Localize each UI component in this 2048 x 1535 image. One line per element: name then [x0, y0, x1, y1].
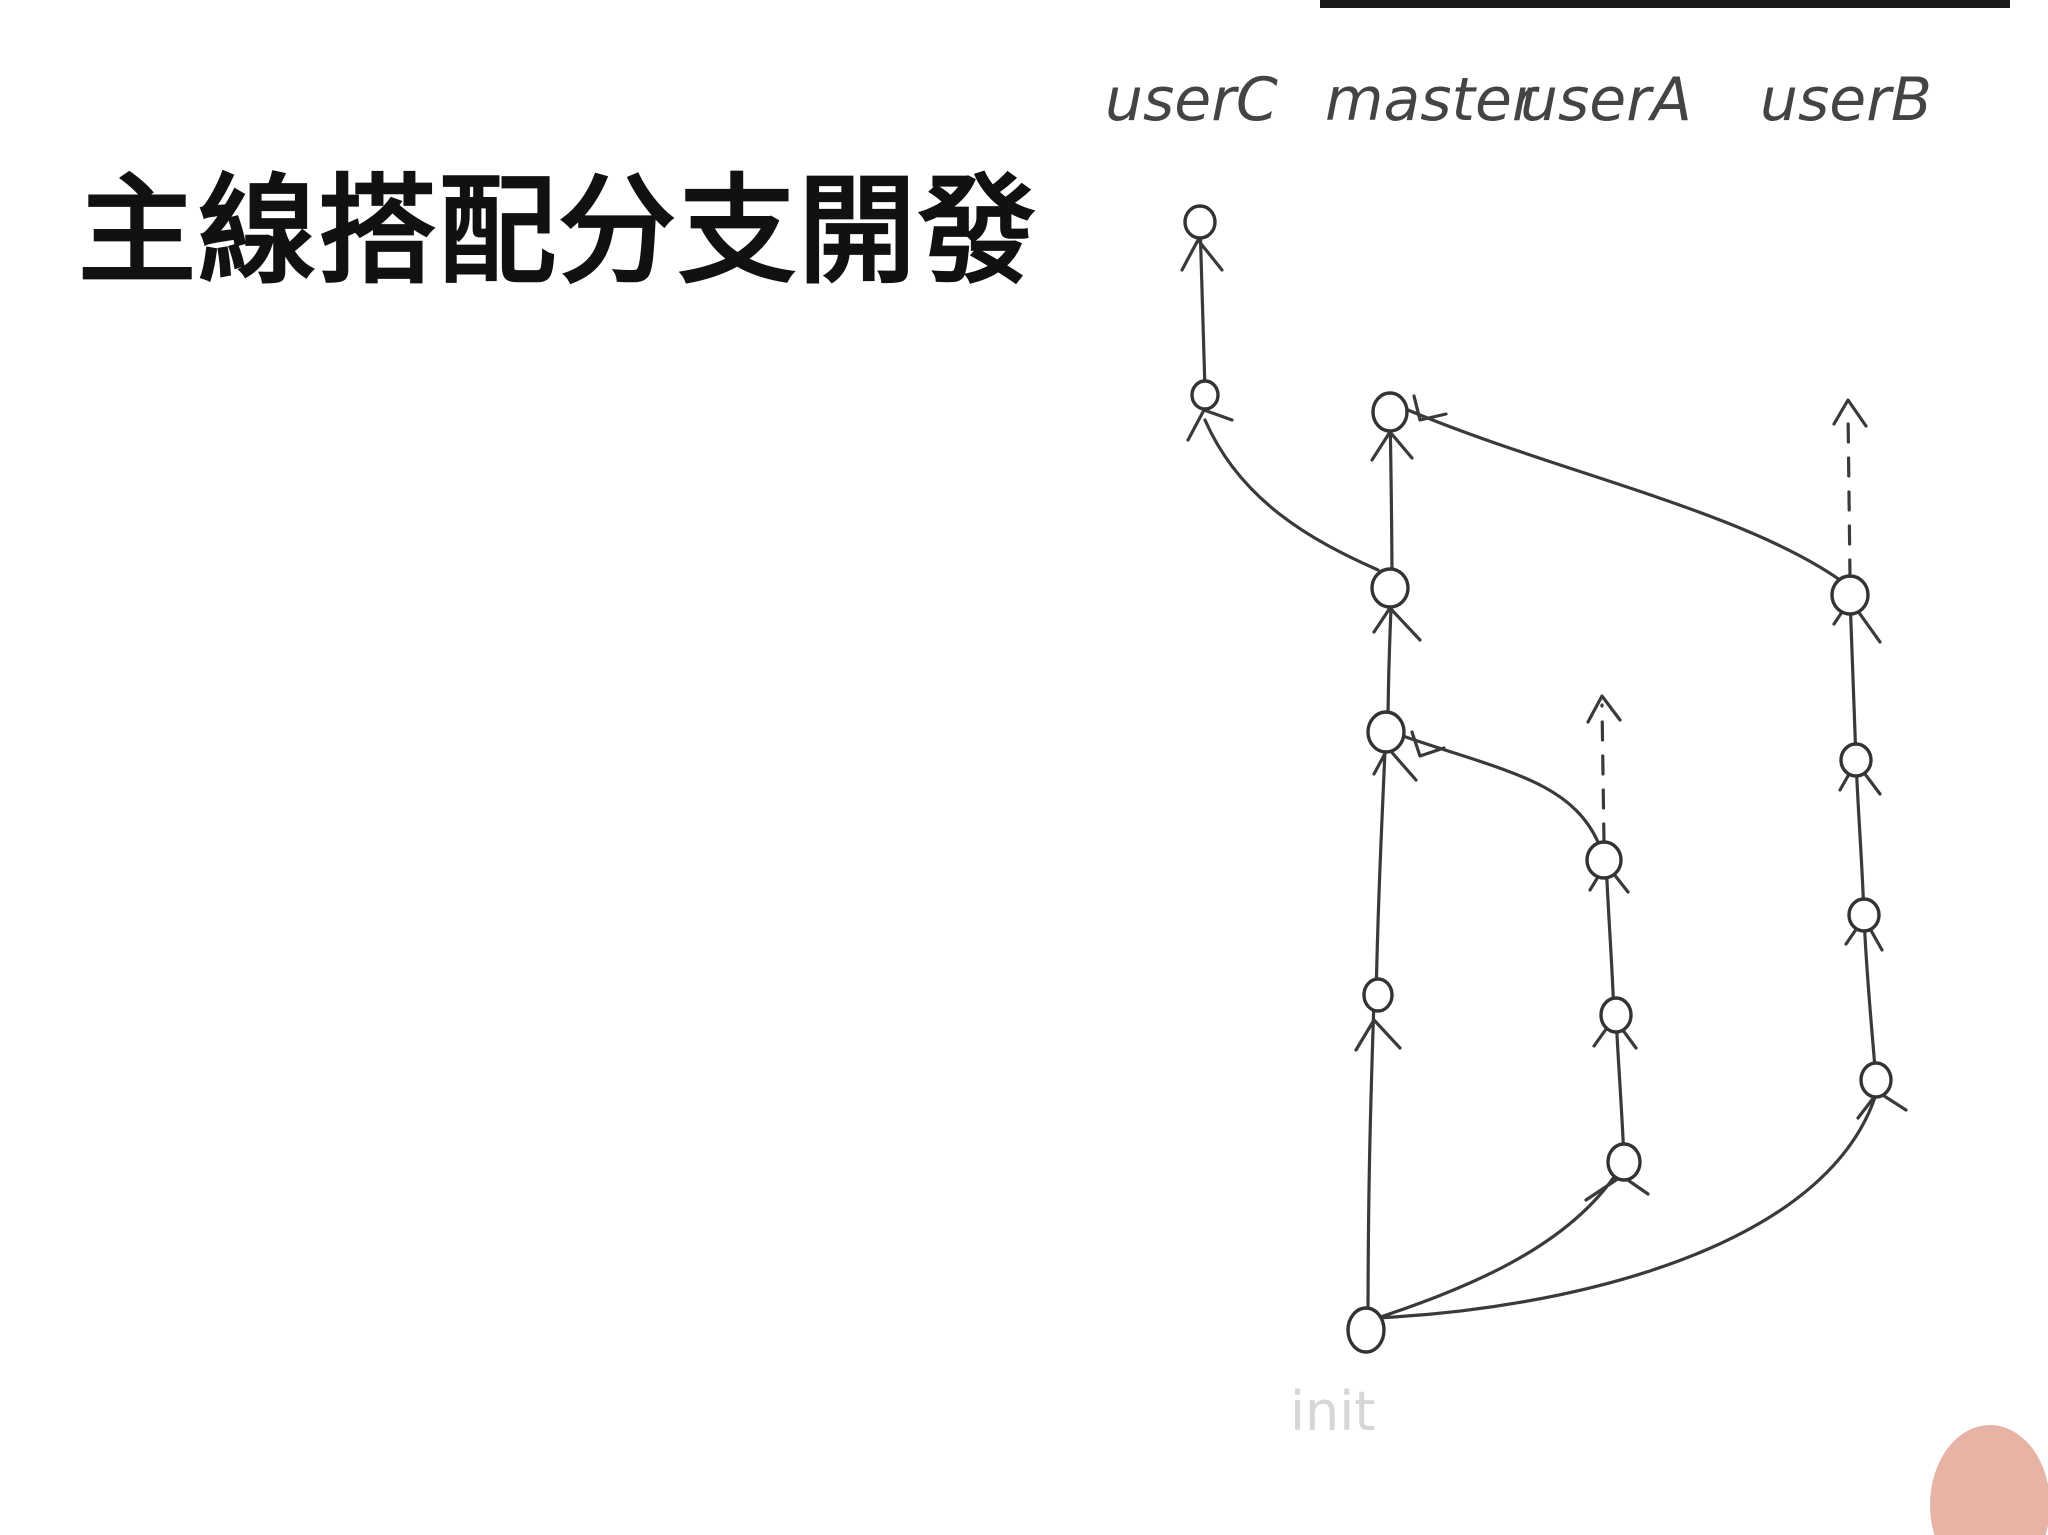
edge-init-to-userb — [1372, 1078, 1882, 1320]
branch-label-userc: userC — [1105, 65, 1278, 135]
commit-userb-1 — [1859, 1061, 1893, 1099]
commit-userc-2 — [1183, 204, 1217, 240]
arrowheads — [1180, 238, 1908, 1202]
edge-userb-merge-master — [1406, 408, 1842, 582]
commit-init — [1346, 1306, 1386, 1354]
edge-userb-2 — [1854, 758, 1866, 917]
arrow-master-2 — [1372, 606, 1422, 642]
commit-master-merge-a — [1366, 710, 1406, 754]
init-label: init — [1290, 1380, 1375, 1443]
commit-master-merge-b — [1371, 391, 1409, 433]
slide-title: 主線搭配分支開發 — [78, 162, 1039, 300]
branch-label-usera: userA — [1520, 65, 1692, 135]
edge-usera-merge-master — [1398, 733, 1600, 844]
edge-init-to-usera — [1370, 1163, 1624, 1322]
commit-usera-1 — [1606, 1142, 1642, 1182]
edge-usera-continues — [1600, 703, 1606, 844]
commit-userb-4 — [1830, 574, 1870, 616]
edge-userb-continues — [1846, 408, 1852, 580]
arrow-master-low — [1354, 1018, 1402, 1052]
edge-master-trunk-2 — [1374, 726, 1388, 1002]
commit-usera-2 — [1599, 996, 1633, 1034]
edge-usera-1 — [1614, 1013, 1626, 1162]
arrow-userb-top — [1832, 398, 1868, 428]
arrow-master-merge-b — [1412, 394, 1448, 422]
edge-usera-2 — [1604, 858, 1616, 1017]
paper-stain — [1930, 1425, 2048, 1535]
branch-label-userb: userB — [1760, 65, 1932, 135]
commit-master-1 — [1362, 977, 1394, 1013]
edge-master-trunk-1 — [1366, 998, 1376, 1332]
commits — [1183, 204, 1893, 1354]
commit-userb-3 — [1839, 742, 1873, 778]
edge-master-to-userc — [1203, 418, 1380, 572]
edge-userb-3 — [1848, 596, 1858, 762]
edge-userb-1 — [1862, 913, 1878, 1082]
arrow-usera-top — [1586, 694, 1622, 724]
arrow-userc-top — [1180, 238, 1224, 272]
commit-userb-2 — [1847, 897, 1881, 933]
branch-label-master: master — [1325, 65, 1540, 135]
commit-usera-3 — [1585, 840, 1623, 880]
top-rule — [1320, 0, 2010, 8]
commit-master-3 — [1370, 567, 1410, 609]
arrow-master-merge-a2 — [1410, 730, 1446, 758]
commit-userc-1 — [1190, 379, 1220, 411]
arrow-userc-mid — [1186, 408, 1234, 442]
